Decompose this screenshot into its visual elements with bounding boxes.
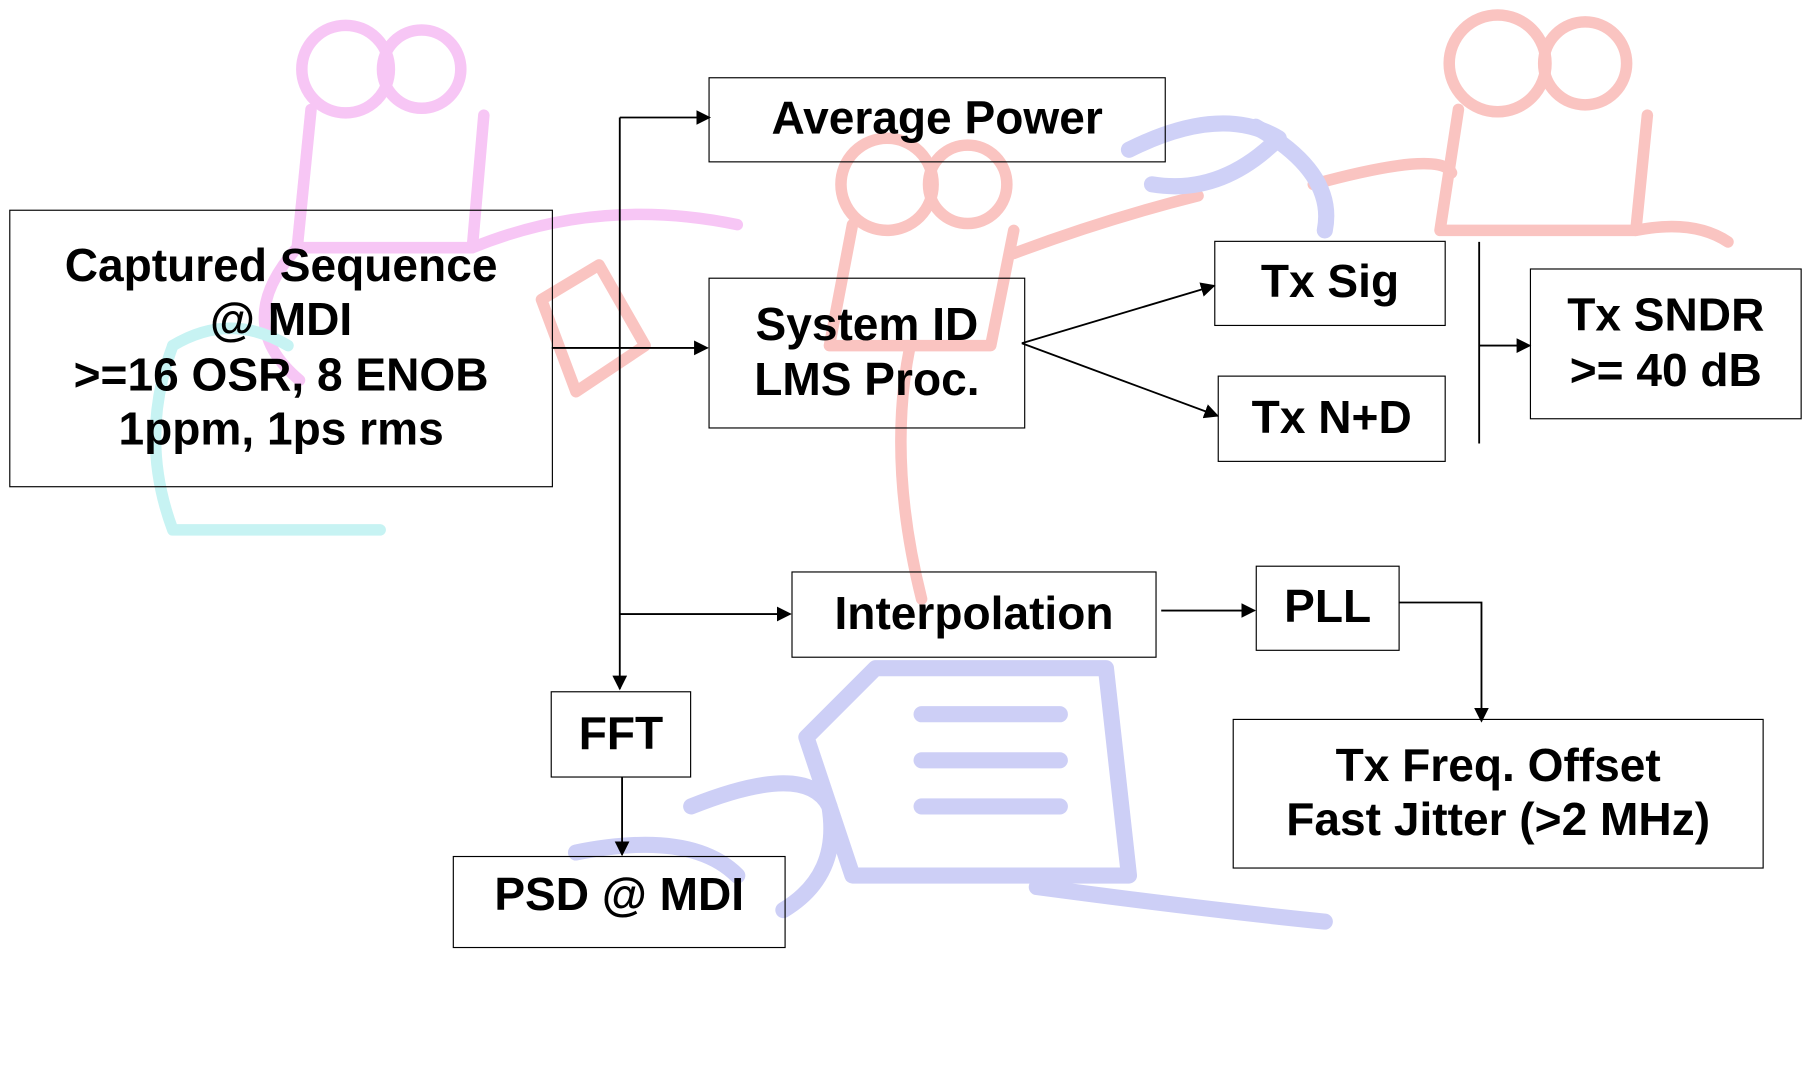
tx-sndr-line-2: >= 40 dB <box>1569 345 1762 396</box>
pll-label: PLL <box>1284 582 1372 633</box>
tx-freq-offset-box: Tx Freq. Offset Fast Jitter (>2 MHz) <box>1232 718 1764 869</box>
fft-label: FFT <box>578 708 664 760</box>
tx-sndr-box: Tx SNDR >= 40 dB <box>1529 268 1802 420</box>
average-power-box: Average Power <box>708 77 1166 163</box>
connector-lines <box>551 110 1532 857</box>
tx-nd-box: Tx N+D <box>1217 375 1446 462</box>
interpolation-box: Interpolation <box>791 571 1157 658</box>
arrow-to-tx-sig <box>1021 282 1216 345</box>
captured-sequence-line-4: 1ppm, 1ps rms <box>118 403 444 455</box>
tx-sig-label: Tx Sig <box>1260 257 1400 309</box>
average-power-label: Average Power <box>771 93 1103 145</box>
interpolation-label: Interpolation <box>834 588 1114 640</box>
captured-sequence-line-3: >=16 OSR, 8 ENOB <box>73 349 489 401</box>
tx-sndr-line-1: Tx SNDR <box>1567 290 1765 342</box>
arrow-to-tx-freq <box>1398 601 1489 723</box>
system-id-line-1: System ID <box>755 299 979 351</box>
psd-box: PSD @ MDI <box>452 855 786 949</box>
system-id-line-2: LMS Proc. <box>754 354 980 405</box>
captured-sequence-line-1: Captured Sequence <box>64 240 498 292</box>
tx-sig-box: Tx Sig <box>1214 240 1446 327</box>
tx-freq-offset-line-2: Fast Jitter (>2 MHz) <box>1286 794 1711 846</box>
captured-sequence-line-2: @ MDI <box>209 295 353 346</box>
tx-nd-label: Tx N+D <box>1251 392 1412 444</box>
fft-box: FFT <box>550 691 692 778</box>
pll-box: PLL <box>1255 565 1400 651</box>
arrow-to-tx-nd <box>1021 342 1220 419</box>
background-clipart-watermark <box>149 9 1734 930</box>
psd-label: PSD @ MDI <box>494 869 745 921</box>
captured-sequence-box: Captured Sequence @ MDI >=16 OSR, 8 ENOB… <box>9 209 553 488</box>
tx-freq-offset-line-1: Tx Freq. Offset <box>1335 740 1661 792</box>
system-id-box: System ID LMS Proc. <box>708 277 1026 429</box>
